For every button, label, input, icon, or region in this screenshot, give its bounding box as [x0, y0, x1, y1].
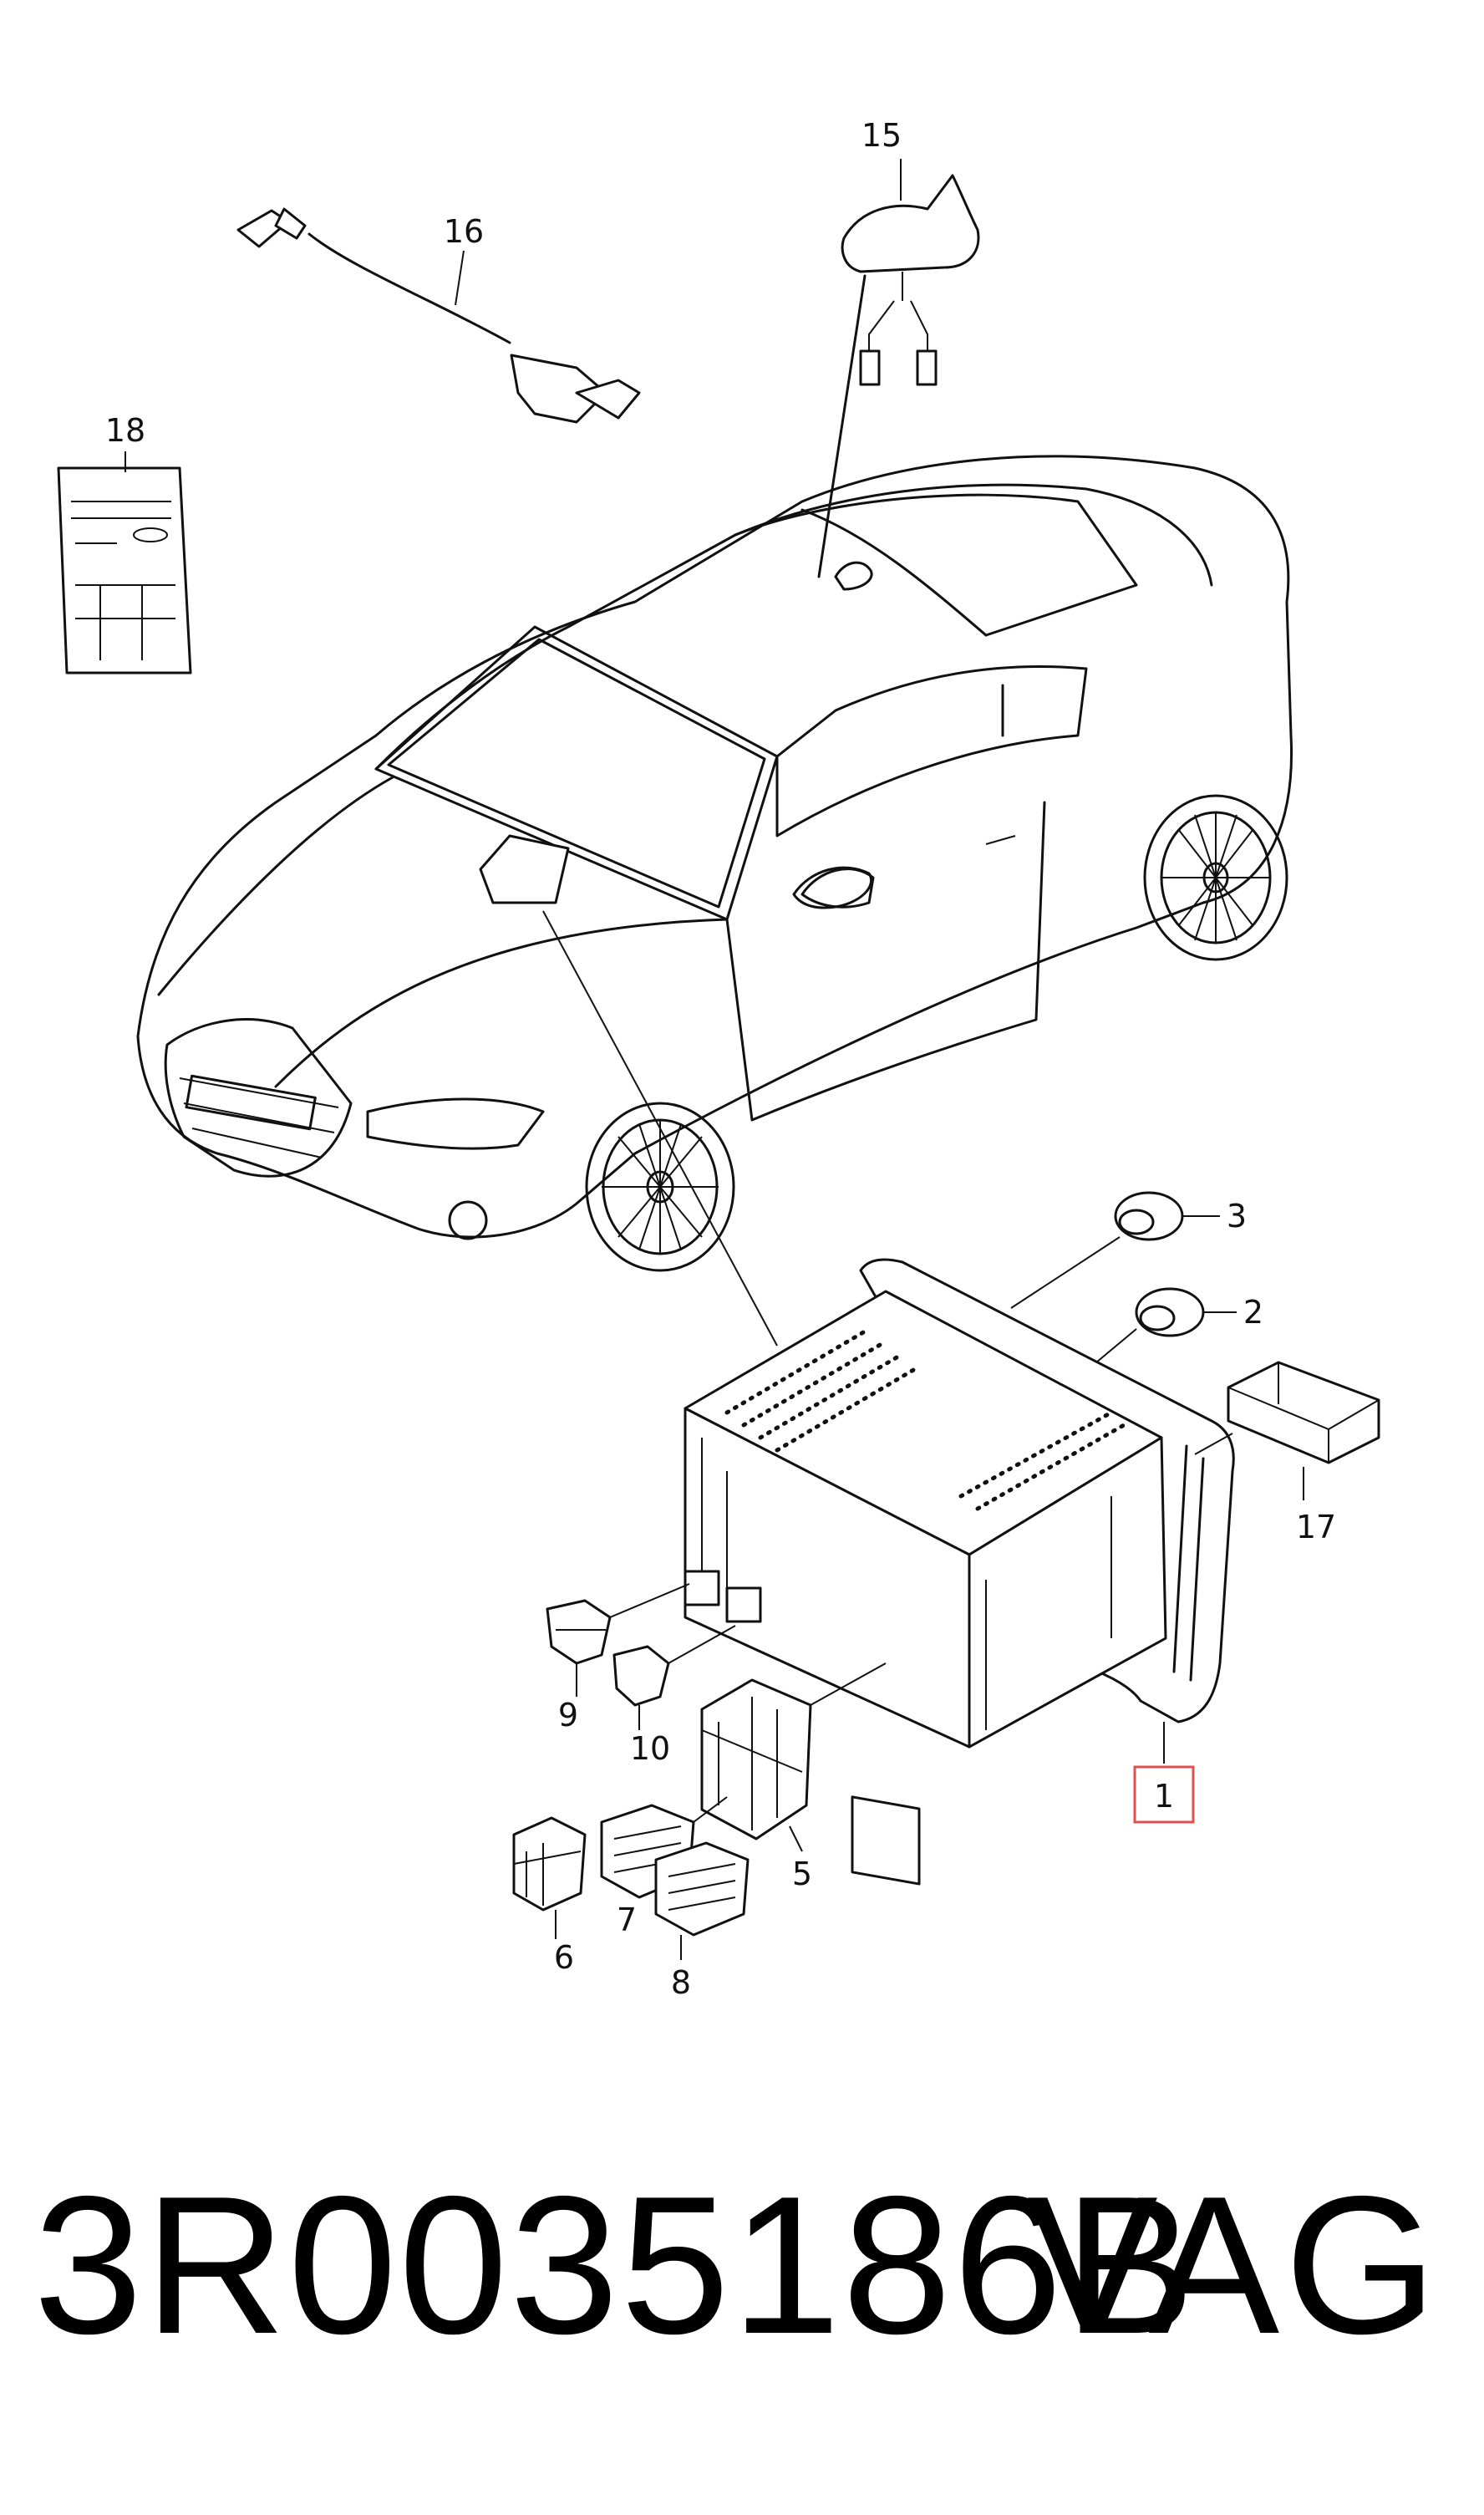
usb-module	[1194, 1361, 1380, 1500]
plug-8	[654, 1841, 750, 1960]
rear-wheel	[1143, 794, 1288, 961]
car-illustration	[136, 455, 1293, 1272]
callout-6: 6	[554, 1939, 574, 1976]
front-wheel	[585, 1102, 735, 1272]
callout-labels: 15 16 18 3 2 17 1 9 10 5 6 7 8	[105, 117, 1336, 2001]
callout-17: 17	[1296, 1509, 1336, 1545]
parts-diagram: 15 16 18 3 2 17 1 9 10 5 6 7 8	[57, 117, 1380, 2001]
grommet-2	[1085, 1287, 1237, 1372]
grommet-3	[1010, 1191, 1220, 1309]
roof-antenna	[817, 159, 980, 578]
callout-5: 5	[792, 1856, 812, 1892]
callout-9: 9	[558, 1697, 578, 1734]
part-number: 3R0035186B	[33, 2155, 1197, 2375]
plug-6	[512, 1816, 587, 1939]
callout-3: 3	[1227, 1198, 1247, 1235]
connector-5	[700, 1662, 887, 1852]
callout-18: 18	[105, 412, 145, 449]
callout-8: 8	[671, 1964, 691, 2001]
manual-booklet	[57, 451, 192, 675]
plug-10	[612, 1625, 736, 1730]
plug-9	[546, 1583, 690, 1697]
radio-unit	[684, 1258, 1235, 1886]
callout-1-highlight	[1133, 1765, 1195, 1824]
callout-10: 10	[630, 1730, 670, 1767]
callout-2: 2	[1243, 1294, 1263, 1331]
antenna-cable	[236, 207, 641, 424]
callout-15: 15	[861, 117, 902, 154]
callout-1: 1	[1154, 1778, 1174, 1815]
callout-7: 7	[617, 1902, 637, 1938]
callout-16: 16	[444, 213, 484, 250]
brand-label: VAG	[1027, 2155, 1442, 2375]
footer: 3R0035186B VAG	[0, 2140, 1484, 2390]
